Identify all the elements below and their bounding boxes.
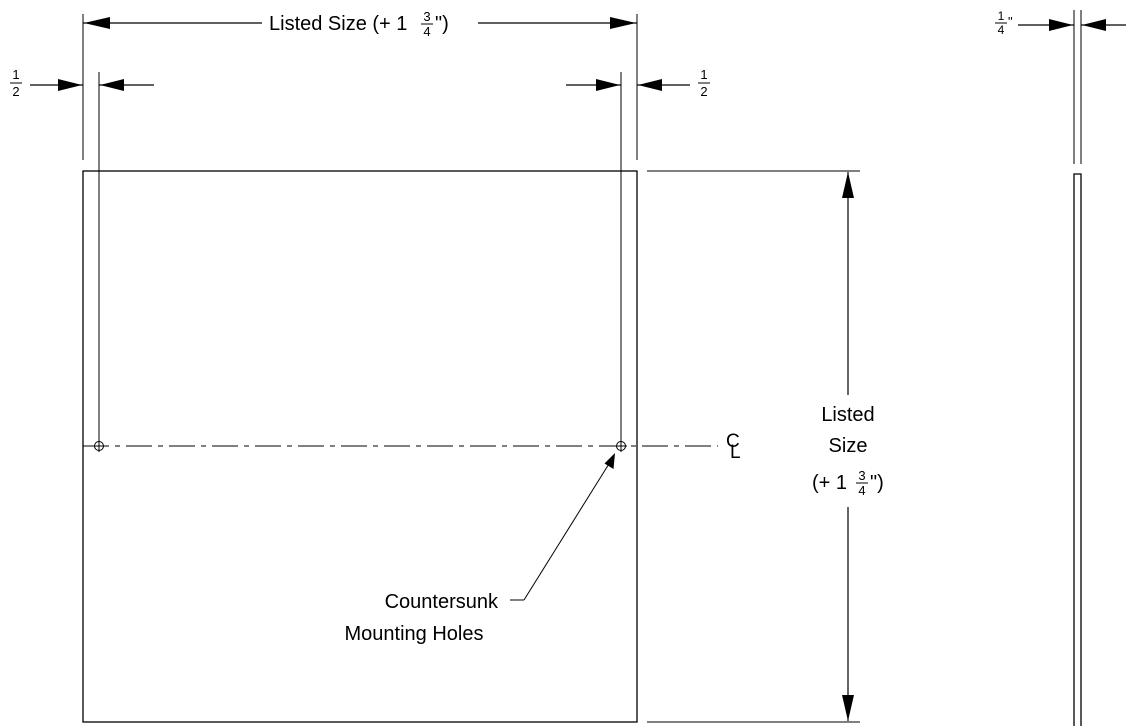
centerline-symbol-l: L	[730, 442, 741, 463]
arrow-right-icon	[58, 79, 82, 91]
arrow-right-icon	[1049, 19, 1073, 31]
callout-leader-diagonal	[523, 458, 613, 601]
top-dimension-label-suffix: ")	[435, 13, 449, 35]
arrow-left-icon	[84, 17, 110, 29]
top-dimension-frac-num: 3	[423, 9, 430, 24]
mounting-hole-left	[93, 440, 105, 452]
side-dimension-frac-num: 3	[858, 468, 865, 483]
mounting-hole-right	[615, 440, 627, 452]
left-offset-dimension: 1 2	[10, 67, 154, 99]
panel-side-view	[1073, 10, 1082, 726]
arrow-down-icon	[842, 695, 854, 721]
centerline-symbol-c: C	[726, 431, 740, 452]
thickness-frac-num: 1	[998, 9, 1005, 23]
left-offset-frac-num: 1	[12, 67, 19, 82]
thickness-frac-den: 4	[998, 23, 1005, 37]
right-offset-dimension: 1 2	[566, 67, 710, 99]
side-dimension-line-3-suffix: ")	[870, 472, 884, 494]
arrow-left-icon	[1082, 19, 1106, 31]
right-offset-frac-den: 2	[700, 84, 707, 99]
centerline-symbol: C L	[726, 431, 741, 463]
panel-edge-outline	[1073, 173, 1082, 726]
top-dimension-frac-den: 4	[423, 24, 430, 39]
arrow-right-icon	[610, 17, 636, 29]
top-dimension-label-prefix: Listed Size (+ 1	[269, 13, 407, 35]
left-offset-frac-den: 2	[12, 84, 19, 99]
side-dimension-line-3-prefix: (+ 1	[812, 472, 847, 494]
arrow-left-icon	[638, 79, 662, 91]
callout-line-1: Countersunk	[385, 591, 499, 613]
callout-line-2: Mounting Holes	[345, 623, 484, 645]
thickness-dimension: 1 4 "	[995, 9, 1126, 37]
side-dimension: Listed Size (+ 1 3 4 ")	[812, 172, 884, 721]
arrow-up-right-icon	[604, 453, 615, 469]
arrow-up-icon	[842, 172, 854, 198]
right-offset-frac-num: 1	[700, 67, 707, 82]
side-dimension-frac-den: 4	[858, 483, 865, 498]
side-dimension-line-1: Listed	[821, 404, 874, 426]
thickness-suffix: "	[1008, 14, 1013, 29]
side-dimension-line-2: Size	[829, 435, 868, 457]
top-dimension: Listed Size (+ 1 3 4 ")	[83, 9, 637, 39]
arrow-left-icon	[100, 79, 124, 91]
hole-callout: Countersunk Mounting Holes	[345, 453, 615, 645]
arrow-right-icon	[596, 79, 620, 91]
